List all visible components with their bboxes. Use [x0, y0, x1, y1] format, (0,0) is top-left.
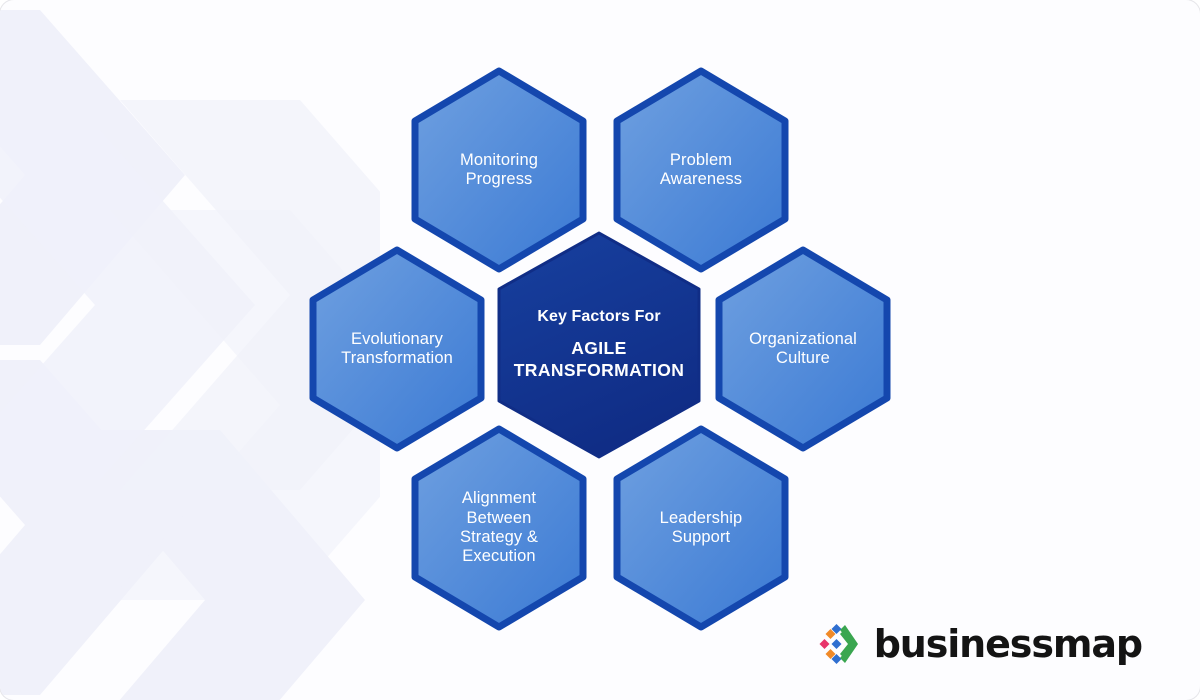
hex-label-leadership-support: Leadership Support — [646, 509, 757, 548]
hex-node-center-agile-transformation[interactable]: Key Factors For AGILE TRANSFORMATION — [497, 231, 701, 459]
hex-label-line2: Culture — [776, 349, 830, 367]
hex-label-line1: Leadership — [659, 508, 743, 527]
hex-node-organizational-culture[interactable]: Organizational Culture — [710, 245, 896, 453]
hex-label-line1: Evolutionary — [351, 329, 443, 348]
hex-node-evolutionary-transformation[interactable]: Evolutionary Transformation — [304, 245, 490, 453]
hex-label-problem-awareness: Problem Awareness — [646, 151, 756, 190]
hex-label-line1: Monitoring — [459, 150, 539, 169]
hex-label-line3: Strategy & — [459, 528, 539, 546]
hex-label-monitoring-progress: Monitoring Progress — [446, 151, 552, 190]
hex-node-monitoring-progress[interactable]: Monitoring Progress — [406, 66, 592, 274]
center-headline-line1: AGILE — [571, 337, 627, 358]
hex-label-line2: Between — [466, 508, 532, 527]
hex-node-alignment-strategy-execution[interactable]: Alignment Between Strategy & Execution — [406, 424, 592, 632]
hex-node-problem-awareness[interactable]: Problem Awareness — [608, 66, 794, 274]
hex-label-line4: Execution — [462, 547, 536, 566]
hex-label-center: Key Factors For AGILE TRANSFORMATION — [504, 308, 695, 382]
hex-label-alignment-strategy-execution: Alignment Between Strategy & Execution — [446, 489, 552, 567]
hex-label-organizational-culture: Organizational Culture — [735, 330, 871, 369]
center-headline-line2: TRANSFORMATION — [513, 360, 685, 381]
hex-label-line2: Support — [671, 528, 731, 546]
hex-node-leadership-support[interactable]: Leadership Support — [608, 424, 794, 632]
hex-label-line1: Organizational — [749, 329, 857, 348]
hex-label-line2: Transformation — [341, 349, 453, 367]
hex-label-line1: Problem — [669, 150, 733, 169]
hex-label-line1: Alignment — [461, 489, 537, 508]
businessmap-diamond-logo-icon — [819, 624, 858, 664]
businessmap-wordmark: businessmap — [873, 622, 1143, 666]
center-kicker: Key Factors For — [537, 307, 661, 325]
hex-label-line2: Awareness — [659, 170, 743, 188]
hex-label-line2: Progress — [465, 170, 533, 188]
businessmap-logo: businessmap — [812, 622, 1143, 666]
hex-label-evolutionary-transformation: Evolutionary Transformation — [327, 330, 467, 369]
